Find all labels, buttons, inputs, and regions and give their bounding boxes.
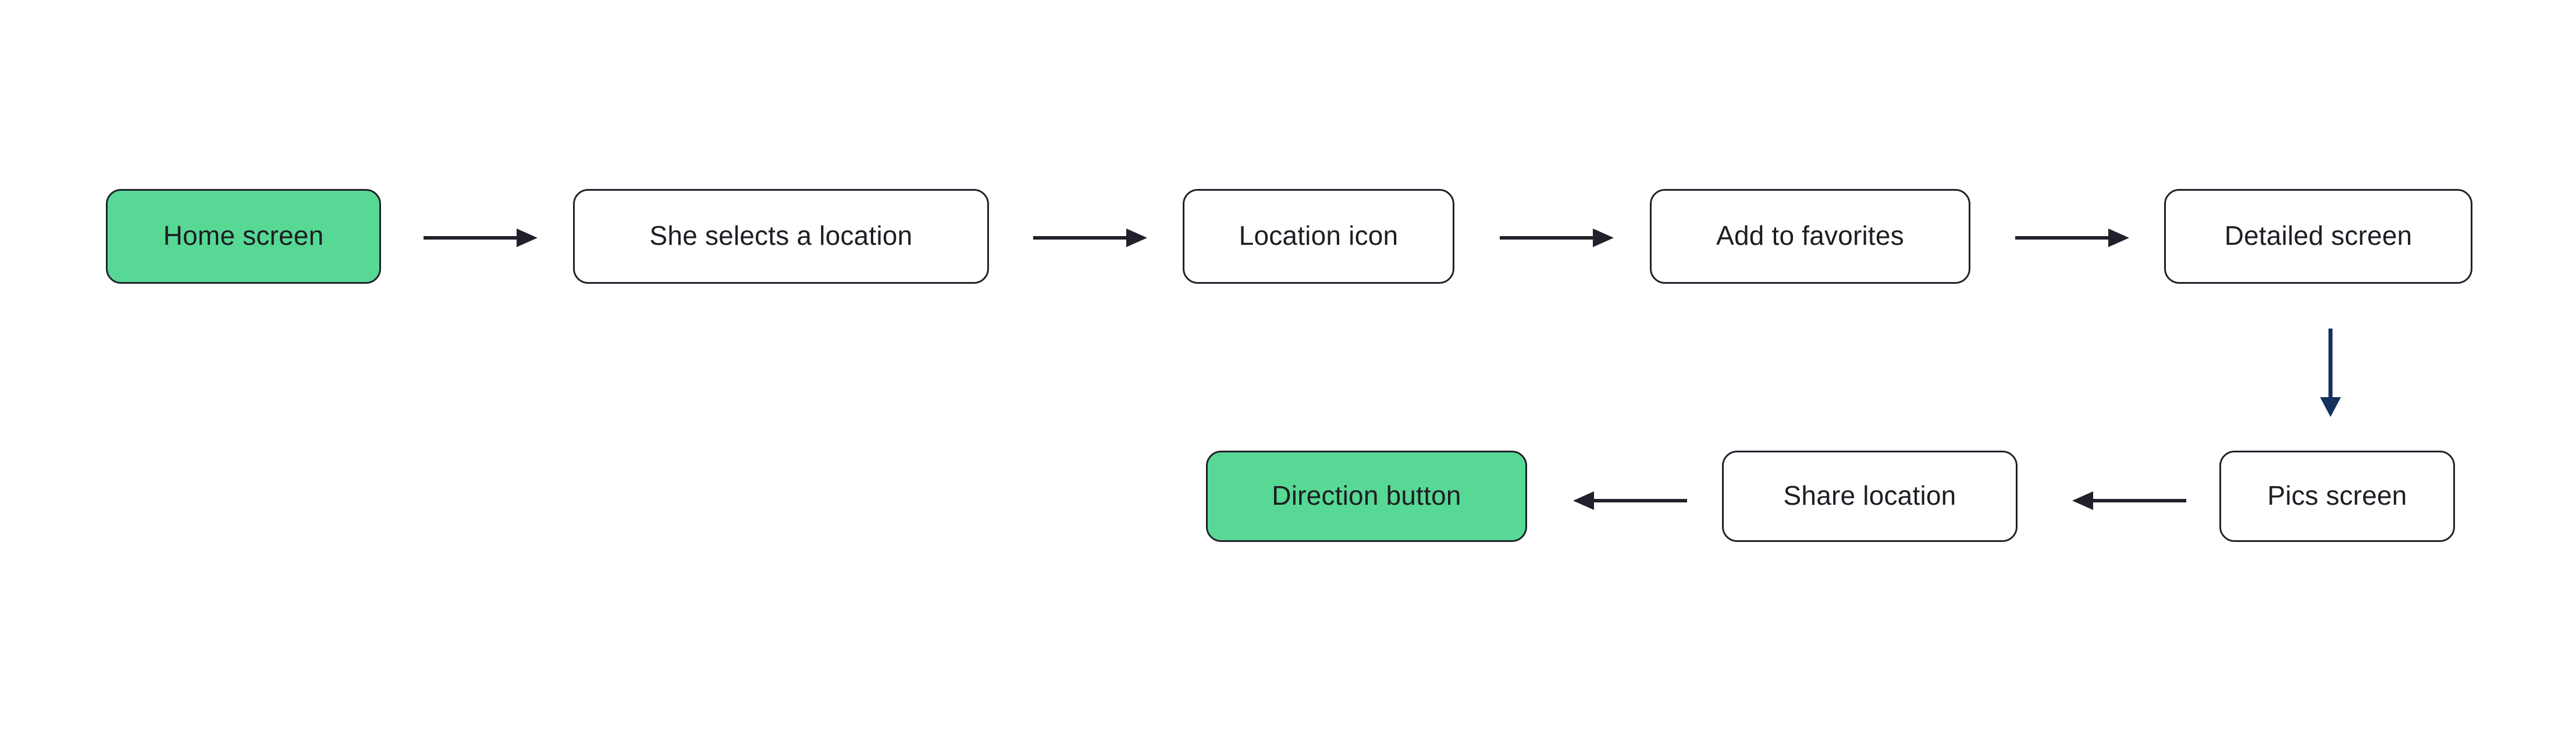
node-label: Direction button: [1272, 480, 1461, 511]
node-pics-screen[interactable]: Pics screen: [2219, 451, 2455, 542]
arrow-share-location-to-direction-button: [1565, 487, 1687, 514]
node-share-location[interactable]: Share location: [1722, 451, 2018, 542]
node-label: Detailed screen: [2224, 220, 2413, 251]
node-label: Location icon: [1239, 220, 1399, 251]
arrow-home-screen-to-she-selects-a-location: [424, 224, 546, 251]
node-label: She selects a location: [649, 220, 913, 251]
node-direction-button[interactable]: Direction button: [1206, 451, 1527, 542]
arrow-she-selects-a-location-to-location-icon: [1033, 224, 1155, 251]
arrow-location-icon-to-add-to-favorites: [1500, 224, 1622, 251]
node-she-selects-a-location[interactable]: She selects a location: [573, 189, 989, 284]
node-label: Share location: [1783, 480, 1956, 511]
node-label: Add to favorites: [1716, 220, 1904, 251]
node-home-screen[interactable]: Home screen: [106, 189, 381, 284]
arrow-add-to-favorites-to-detailed-screen: [2015, 224, 2137, 251]
node-label: Home screen: [163, 220, 324, 251]
arrow-pics-screen-to-share-location: [2064, 487, 2186, 514]
node-label: Pics screen: [2267, 480, 2407, 511]
node-detailed-screen[interactable]: Detailed screen: [2164, 189, 2472, 284]
node-location-icon[interactable]: Location icon: [1183, 189, 1454, 284]
node-add-to-favorites[interactable]: Add to favorites: [1650, 189, 1970, 284]
arrow-detailed-screen-to-pics-screen: [2317, 329, 2344, 420]
